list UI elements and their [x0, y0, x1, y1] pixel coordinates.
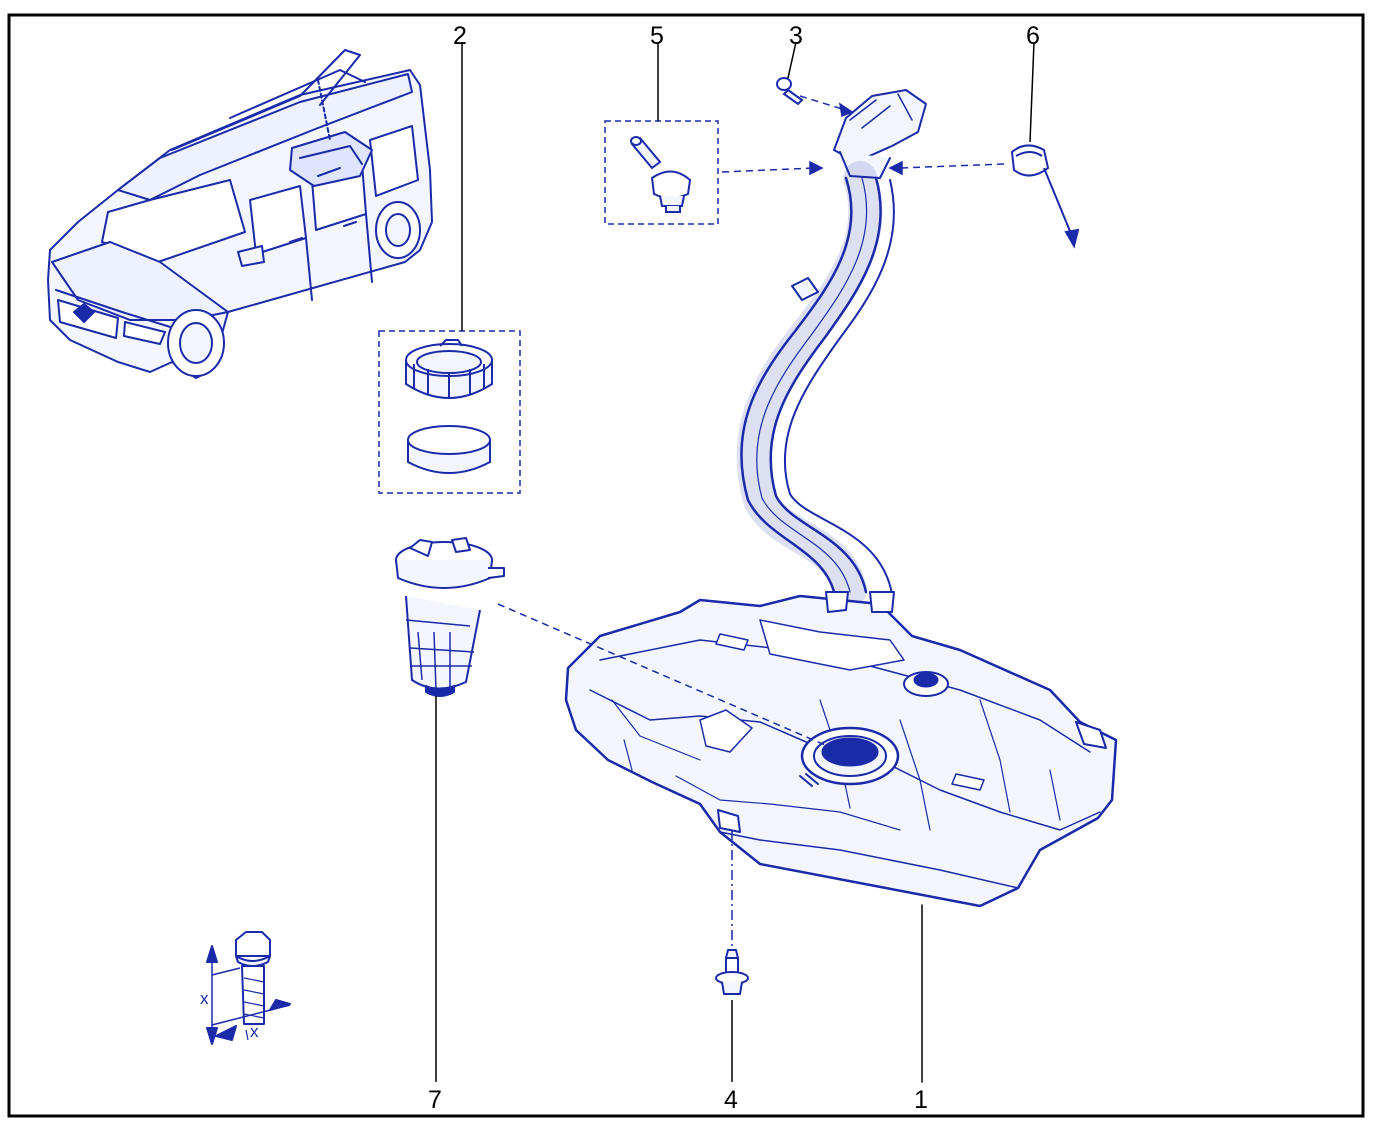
part-2-lock-ring-group	[378, 42, 521, 494]
part-6-leader	[1029, 41, 1035, 143]
part-5-dashed-box	[604, 120, 719, 225]
diagram-frame	[7, 13, 1365, 1118]
callout-2: 2	[453, 22, 467, 50]
filler-pipe	[736, 89, 927, 607]
callout-3: 3	[789, 22, 803, 50]
length-dimension-label: x	[200, 989, 209, 1008]
bolt-dimension-symbol	[206, 931, 291, 1045]
part-1-fuel-tank	[564, 591, 1118, 1083]
callout-4: 4	[724, 1086, 738, 1114]
part-7-fuel-pump	[395, 537, 505, 1082]
vehicle-illustration	[47, 49, 433, 379]
part-3-screw	[776, 41, 804, 106]
part-6-cap	[1010, 41, 1080, 249]
callout-1: 1	[914, 1086, 928, 1114]
callout-5: 5	[650, 22, 664, 50]
callout-6: 6	[1026, 22, 1040, 50]
callout-7: 7	[428, 1086, 442, 1114]
assembly-arrows	[497, 95, 1005, 950]
diameter-dimension-label: x	[250, 1022, 259, 1041]
part-2-dashed-box	[378, 330, 521, 494]
part-4-bolt	[715, 949, 749, 1082]
part-3-leader	[787, 41, 797, 79]
part-5-cap-group	[604, 42, 719, 225]
